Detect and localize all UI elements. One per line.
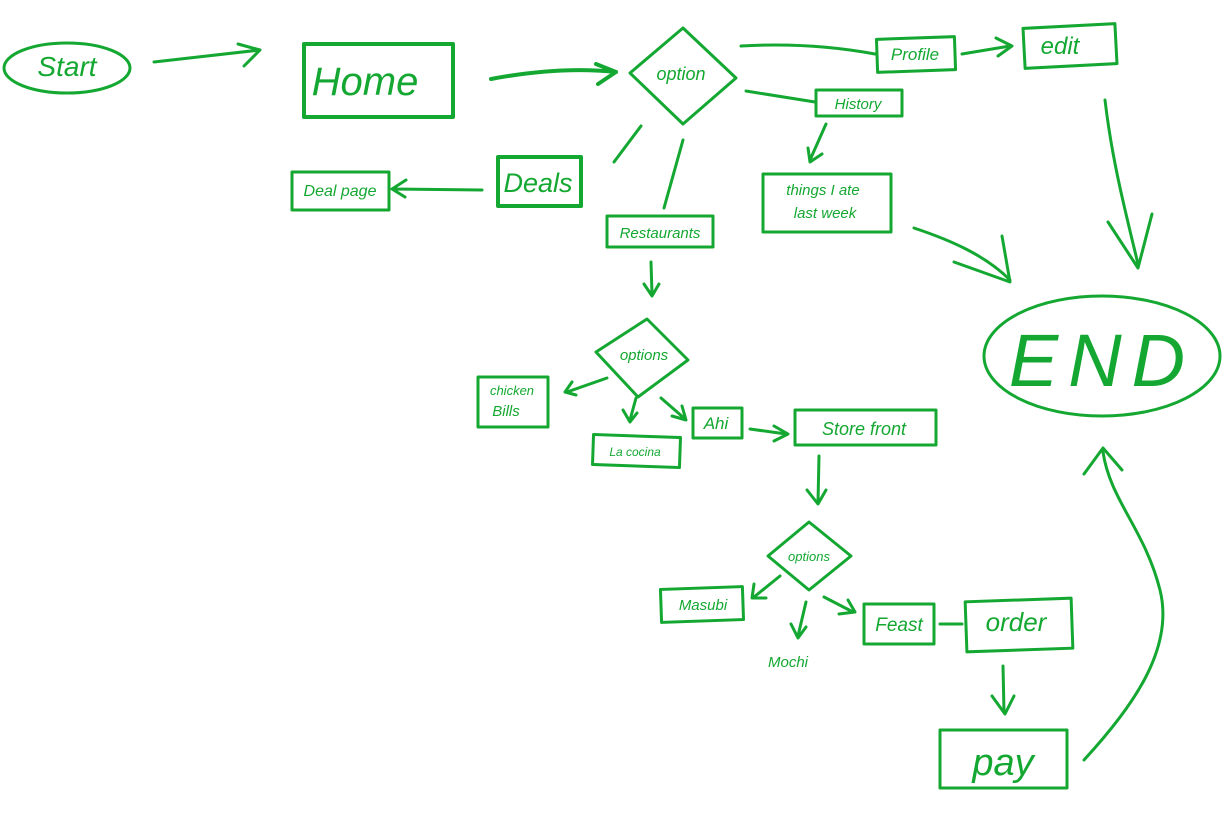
end-label: END <box>1009 319 1195 402</box>
arrow-ahi-storefront <box>748 424 790 443</box>
mochi-label: Mochi <box>768 654 809 671</box>
things-label-line1: things I ate <box>786 182 859 199</box>
chicken-label-line2: Bills <box>492 403 520 420</box>
line-option-history <box>744 89 817 104</box>
arrow-options-feast <box>822 595 857 616</box>
arrow-storefront-options <box>805 454 828 506</box>
edit-node <box>1021 22 1119 70</box>
deals-label: Deals <box>503 168 572 198</box>
deal-page-node <box>290 170 391 212</box>
line-option-restaurants <box>662 138 685 210</box>
line-option-profile <box>739 43 877 56</box>
options-decision-2 <box>766 520 853 592</box>
arrow-order-pay <box>990 664 1016 716</box>
la-cocina-label: La cocina <box>609 445 661 459</box>
pay-label: pay <box>971 742 1035 784</box>
options2-label: options <box>788 549 830 564</box>
home-label: Home <box>312 60 419 104</box>
history-label: History <box>835 96 883 113</box>
masubi-node <box>658 585 746 624</box>
options-decision-1 <box>594 317 690 399</box>
ahi-label: Ahi <box>703 414 730 433</box>
arrow-edit-end <box>1103 98 1154 270</box>
ahi-node <box>691 406 744 440</box>
profile-node <box>874 35 958 74</box>
arrow-options-lacocina <box>621 396 639 424</box>
arrow-start-home <box>152 42 262 68</box>
deal-page-label: Deal page <box>304 183 377 200</box>
order-label: order <box>986 607 1048 637</box>
pay-node <box>938 728 1069 790</box>
start-label: Start <box>37 51 97 82</box>
masubi-label: Masubi <box>679 597 728 614</box>
arrow-profile-edit <box>960 36 1014 58</box>
arrow-deals-dealpage <box>390 178 484 199</box>
chicken-label-line1: chicken <box>490 383 534 398</box>
arrow-things-end <box>912 226 1012 284</box>
connectors <box>152 36 1165 762</box>
arrow-home-option <box>489 62 618 86</box>
edit-label: edit <box>1041 33 1081 60</box>
chicken-bills-node <box>476 375 550 429</box>
line-option-deals <box>612 124 643 164</box>
things-label-line2: last week <box>794 205 858 222</box>
arrow-options-chicken <box>563 376 609 397</box>
profile-label: Profile <box>891 45 939 64</box>
feast-label: Feast <box>875 615 923 636</box>
store-front-label: Store front <box>822 419 907 439</box>
arrow-options-mochi <box>789 600 808 640</box>
things-i-ate-node <box>761 172 893 234</box>
store-front-node <box>793 408 938 447</box>
deals-node <box>496 155 583 208</box>
arrow-pay-end <box>1082 446 1165 762</box>
restaurants-label: Restaurants <box>620 225 701 242</box>
home-node <box>302 42 455 119</box>
arrow-restaurants-options <box>642 260 661 298</box>
feast-node <box>862 602 936 646</box>
options1-label: options <box>620 347 669 364</box>
order-node <box>963 596 1075 654</box>
end-node <box>982 294 1222 418</box>
start-node <box>2 41 132 95</box>
option-label: option <box>656 64 705 84</box>
restaurants-node <box>605 214 715 249</box>
option-decision <box>628 26 738 126</box>
arrow-history-things <box>806 122 828 164</box>
arrow-options-ahi <box>659 396 688 422</box>
arrow-options-masubi <box>750 574 782 600</box>
la-cocina-node <box>591 433 682 470</box>
